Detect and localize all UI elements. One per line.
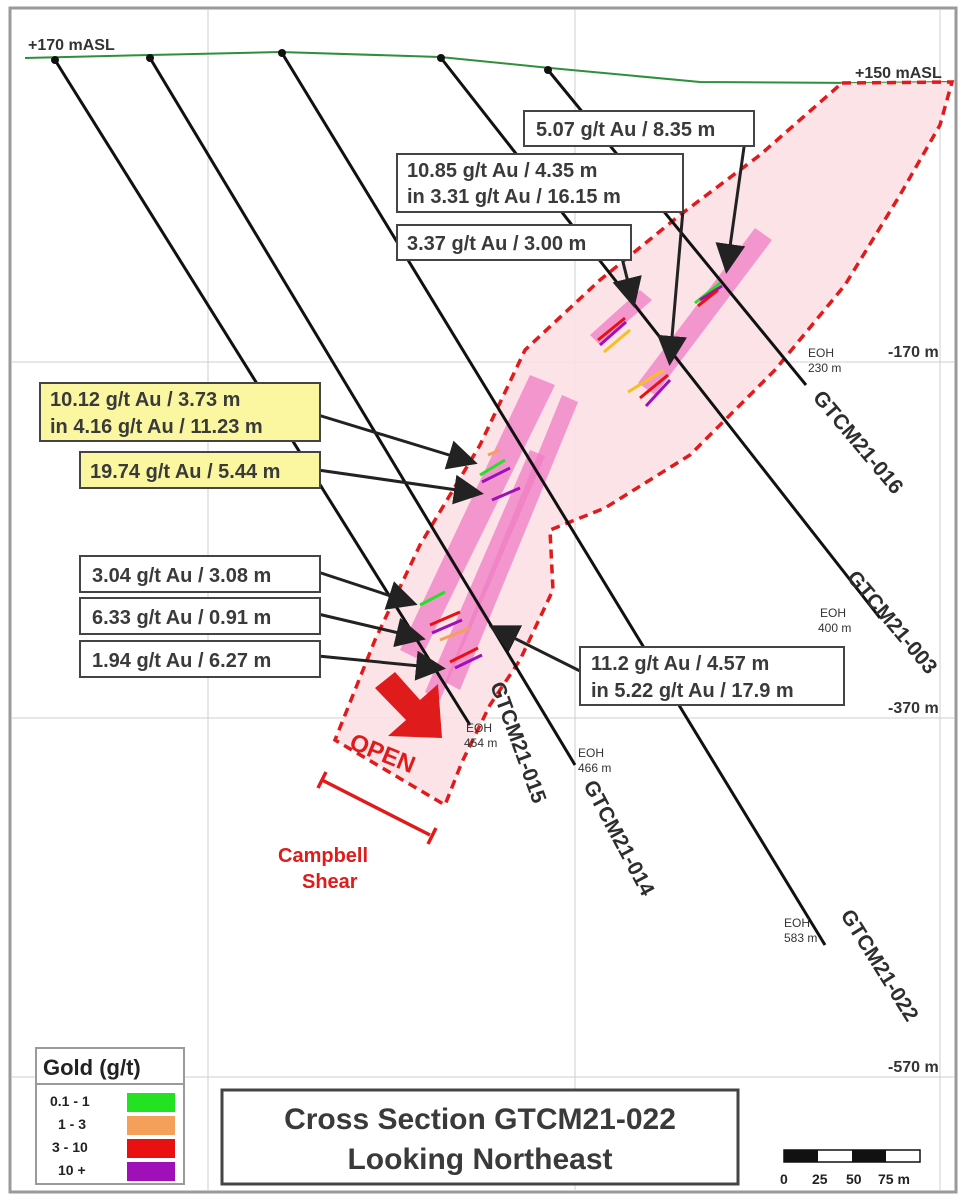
eoh-label-022: EOH [784, 916, 810, 930]
scale-bar: 0 25 50 75 m [780, 1149, 921, 1187]
topography-line [24, 50, 951, 85]
eoh-label-015: EOH [466, 721, 492, 735]
eoh-label-003: EOH [820, 606, 846, 620]
eoh-depth-014: 466 m [578, 761, 611, 775]
intercept-label: 10.85 g/t Au / 4.35 m [407, 160, 597, 182]
intercept-box-7: 6.33 g/t Au / 0.91 m [79, 597, 321, 635]
legend-swatch [127, 1162, 175, 1181]
shear-label-line2: Shear [302, 871, 358, 893]
legend-item-label: 10 + [58, 1162, 86, 1178]
intercept-label: 19.74 g/t Au / 5.44 m [90, 461, 280, 483]
intercept-label: 1.94 g/t Au / 6.27 m [92, 650, 271, 672]
intercept-sublabel: in 5.22 g/t Au / 17.9 m [591, 680, 794, 702]
elevation-label-e3: -570 m [888, 1059, 939, 1076]
intercept-sublabel: in 4.16 g/t Au / 11.23 m [50, 416, 263, 438]
intercept-box-6: 3.04 g/t Au / 3.08 m [79, 555, 321, 593]
title-box: Cross Section GTCM21-022 Looking Northea… [220, 1088, 740, 1186]
shear-label-line1: Campbell [278, 845, 368, 867]
elevation-label-e1: -170 m [888, 344, 939, 361]
legend-swatch [127, 1093, 175, 1112]
elevation-label-top-right: +150 mASL [855, 65, 942, 82]
eoh-depth-016: 230 m [808, 361, 841, 375]
eoh-depth-015: 454 m [464, 736, 497, 750]
legend-item-label: 3 - 10 [52, 1139, 88, 1155]
elevation-label-top-left: +170 mASL [28, 37, 115, 54]
intercept-label: 11.2 g/t Au / 4.57 m [591, 653, 769, 675]
intercept-label: 3.37 g/t Au / 3.00 m [407, 233, 586, 255]
eoh-depth-022: 583 m [784, 931, 817, 945]
intercept-box-8: 1.94 g/t Au / 6.27 m [79, 640, 321, 678]
intercept-label: 5.07 g/t Au / 8.35 m [536, 119, 715, 141]
intercept-box-3: 3.37 g/t Au / 3.00 m [396, 224, 632, 261]
intercept-box-1: 5.07 g/t Au / 8.35 m [523, 110, 755, 147]
scale-tick-label: 0 [780, 1171, 788, 1187]
scale-tick-label: 25 [812, 1171, 828, 1187]
intercept-label: 10.12 g/t Au / 3.73 m [50, 389, 240, 411]
elevation-label-e2: -370 m [888, 700, 939, 717]
eoh-label-014: EOH [578, 746, 604, 760]
intercept-sublabel: in 3.31 g/t Au / 16.15 m [407, 186, 621, 208]
legend-swatch [127, 1139, 175, 1158]
title-line2: Looking Northeast [347, 1143, 612, 1176]
intercept-box-2: 10.85 g/t Au / 4.35 m in 3.31 g/t Au / 1… [396, 153, 684, 213]
legend-swatch [127, 1116, 175, 1135]
collar-points [51, 49, 552, 74]
campbell-shear-bracket: Campbell Shear [278, 771, 438, 893]
title-line1: Cross Section GTCM21-022 [284, 1103, 676, 1136]
legend-item-label: 1 - 3 [58, 1116, 86, 1132]
scale-tick-label: 50 [846, 1171, 862, 1187]
intercept-box-5: 19.74 g/t Au / 5.44 m [79, 451, 321, 489]
scale-tick-label: 75 m [878, 1171, 910, 1187]
leader-arrows [317, 139, 747, 681]
down-arrow-icon [375, 672, 442, 738]
gold-legend: Gold (g/t) 0.1 - 1 1 - 3 3 - 10 10 + [35, 1047, 185, 1185]
intercept-label: 6.33 g/t Au / 0.91 m [92, 607, 271, 629]
legend-title: Gold (g/t) [43, 1055, 141, 1080]
intercept-box-4: 10.12 g/t Au / 3.73 m in 4.16 g/t Au / 1… [39, 382, 321, 442]
intercept-label: 3.04 g/t Au / 3.08 m [92, 565, 271, 587]
eoh-depth-003: 400 m [818, 621, 851, 635]
intercept-box-9: 11.2 g/t Au / 4.57 m in 5.22 g/t Au / 17… [579, 646, 845, 706]
legend-item-label: 0.1 - 1 [50, 1093, 90, 1109]
eoh-label-016: EOH [808, 346, 834, 360]
assay-bars [419, 281, 723, 670]
